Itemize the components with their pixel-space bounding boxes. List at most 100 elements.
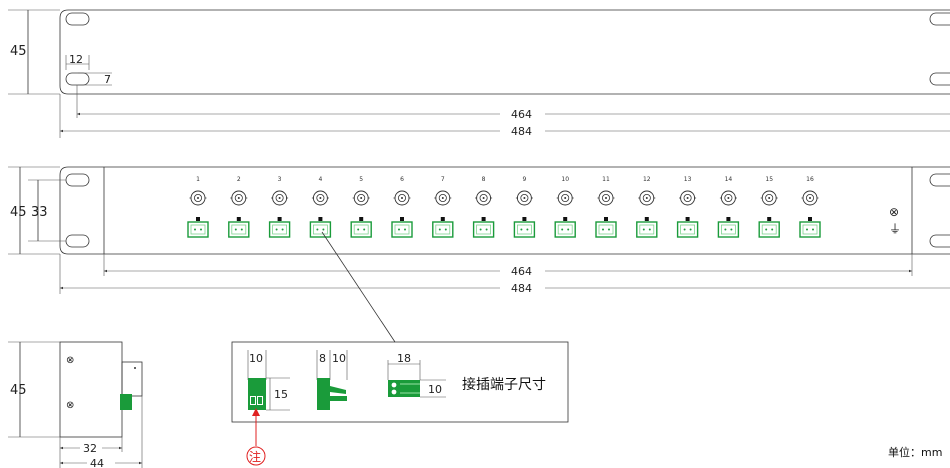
bnc-ring [724,193,733,202]
terminal-tab [726,217,731,221]
bnc-ring [357,193,366,202]
channel: 11 [595,176,617,238]
front-inner-width-label: 464 [511,265,532,278]
terminal-block-icon [758,221,780,238]
bnc-ring [479,193,488,202]
terminal2-width-b-label: 10 [332,352,346,365]
terminal-block-icon [676,221,699,238]
terminal-block-icon [391,221,413,238]
channel-number-label: 7 [441,176,445,183]
channel: 14 [717,176,740,238]
bnc-pin [523,197,526,199]
terminal-tab [644,217,649,221]
front-hole-spacing-label: 33 [31,205,48,220]
side-view: ⊗ ⊗ 45 32 44 [8,341,143,468]
detail-leader-line [321,231,396,343]
channel: 2 [228,176,250,238]
channel: 7 [432,176,454,238]
channel-number-label: 2 [237,176,241,183]
bnc-pin [727,197,730,199]
terminal-block-icon [636,221,658,238]
terminal-tab [522,217,527,221]
bnc-pin [482,197,485,199]
top-view: 45 12 7 464 484 [8,9,950,138]
bnc-ring [438,193,447,202]
terminal-block-icon [513,221,536,238]
terminal-block-icon [799,221,821,238]
unit-label: 单位：mm [888,445,942,459]
channel-number-label: 6 [400,176,404,183]
ground-icon: ⏚ [889,222,901,236]
channel-number-label: 14 [725,176,733,183]
terminal-tab [440,217,445,221]
terminal1-body [248,378,266,410]
bnc-pin [768,197,771,199]
terminal-block-icon [268,221,291,238]
hole-offset-x-label: 12 [69,53,83,66]
ear-hole [65,234,90,248]
bnc-ring [275,193,284,202]
bnc-ring [316,193,325,202]
terminal2-width-a-label: 8 [319,352,326,365]
hole-offset-y-label: 7 [104,73,111,86]
channel: 3 [268,176,291,238]
front-outer-width-label: 484 [511,282,532,295]
bnc-ring [234,193,243,202]
bnc-ring [765,193,774,202]
terminal1-height-label: 15 [274,388,288,401]
channel: 10 [554,176,576,238]
terminal1-width-label: 10 [249,352,263,365]
bnc-ring [806,193,815,202]
terminal-block-icon [472,221,495,238]
detail-frame [231,341,569,423]
terminal-tab [604,217,608,221]
channel-number-label: 15 [765,176,773,183]
bnc-ring [561,193,570,202]
bnc-pin [645,197,648,199]
top-inner-width-label: 464 [511,108,532,121]
channel-number-label: 5 [359,176,363,183]
ear-hole [929,12,950,26]
channel: 13 [676,176,699,238]
terminal-block-icon [554,221,576,238]
channel-number-label: 1 [196,176,200,183]
ear-hole [65,12,90,26]
channel: 9 [513,176,536,238]
front-panel-outline [59,166,950,255]
channel-number-label: 12 [643,176,651,183]
channel-number-label: 3 [278,176,282,183]
terminal3-height-label: 10 [428,383,442,396]
terminal-tab [481,217,486,221]
side-depth-inner-label: 32 [83,442,97,455]
bnc-ring [193,193,202,202]
side-height-label: 45 [10,383,27,398]
terminal-block-icon [350,221,372,238]
side-connector-block [121,361,143,397]
channel: 15 [758,176,780,238]
channel-number-label: 4 [318,176,322,183]
channel-number-label: 16 [806,176,814,183]
bnc-ring [642,193,651,202]
channel-number-label: 8 [482,176,486,183]
channel: 8 [472,176,495,238]
channel-number-label: 11 [602,176,610,183]
terminal-tab [400,217,404,221]
channel: 16 [799,176,821,238]
terminal2-body [317,378,347,410]
channel: 1 [187,176,209,238]
terminal-detail-title: 接插端子尺寸 [462,376,546,393]
terminal-block-icon [717,221,740,238]
terminal-tab [685,217,690,221]
bnc-pin [401,197,403,199]
screw-icon: ⊗ [66,355,74,366]
channel: 5 [350,176,372,238]
channel-number-label: 13 [684,176,692,183]
note-mark: 注 [249,449,261,464]
channel: 6 [391,176,413,238]
bnc-ring [520,193,529,202]
terminal-tab [767,217,772,221]
bnc-pin [197,197,199,199]
ear-hole [929,72,950,86]
bnc-pin [278,197,281,199]
